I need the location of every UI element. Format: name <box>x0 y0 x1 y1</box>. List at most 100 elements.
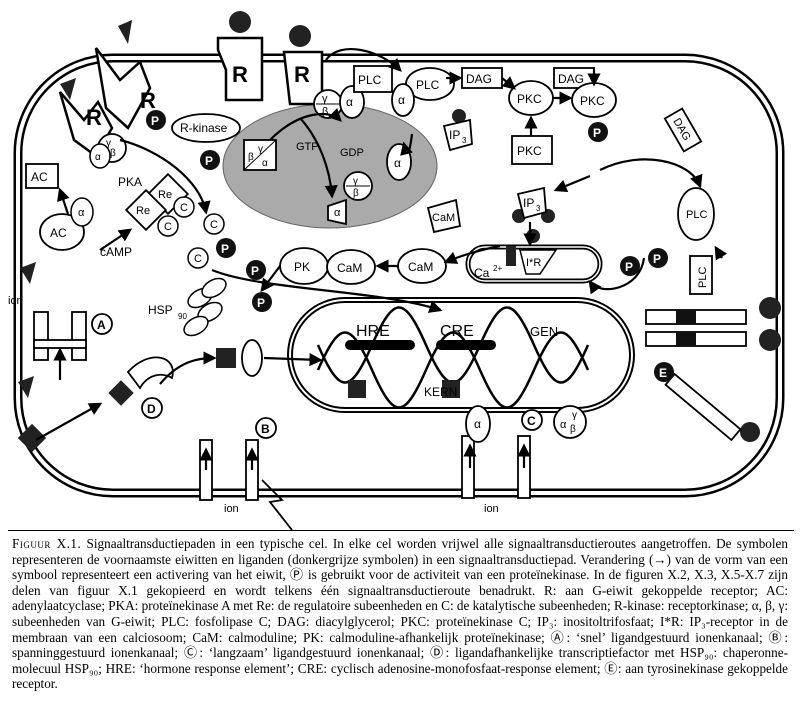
svg-text:90: 90 <box>178 312 187 321</box>
svg-text:C: C <box>164 221 172 233</box>
dag-boxes: DAG DAG DAG <box>461 67 703 153</box>
svg-text:3: 3 <box>536 204 541 213</box>
hsp90-chaperone <box>183 277 227 337</box>
svg-text:β: β <box>322 106 328 118</box>
svg-text:PK: PK <box>294 260 310 274</box>
marker-b: B <box>255 417 277 439</box>
svg-text:HSP: HSP <box>148 303 173 317</box>
svg-text:γ: γ <box>322 93 328 105</box>
svg-text:2+: 2+ <box>493 264 502 273</box>
cre-site <box>436 340 496 350</box>
svg-text:Re: Re <box>136 205 150 217</box>
svg-text:C: C <box>210 219 218 231</box>
ip3-group: IP 3 IP 3 <box>442 118 547 220</box>
receptor-label: R <box>232 62 248 87</box>
signal-transduction-diagram: R R R R γ β α <box>8 11 785 530</box>
svg-text:γ: γ <box>353 176 358 187</box>
marker-e: E <box>654 362 674 382</box>
svg-text:C: C <box>180 202 188 214</box>
phosphate-icon: P <box>200 150 220 170</box>
caption-lead: Figuur X.1. <box>12 536 82 551</box>
marker-a: A <box>91 313 113 335</box>
receptor-r-4: R <box>282 50 324 106</box>
calciosome <box>465 244 603 284</box>
svg-text:Ca: Ca <box>474 266 490 280</box>
svg-text:B: B <box>261 422 270 436</box>
svg-text:CaM: CaM <box>432 212 455 224</box>
svg-text:PLC: PLC <box>697 267 709 288</box>
g-protein-trimer: γ β α <box>313 85 365 119</box>
svg-text:3: 3 <box>462 136 467 145</box>
receptor-r-3: R <box>216 36 264 102</box>
svg-text:β: β <box>110 148 116 159</box>
svg-text:α: α <box>474 417 481 431</box>
svg-text:IP: IP <box>523 196 534 210</box>
svg-text:C: C <box>527 414 536 428</box>
r-kinase-group: R-kinase γ β α <box>89 113 241 169</box>
svg-text:GDP: GDP <box>340 147 364 159</box>
phosphate-icon: P <box>146 110 166 130</box>
svg-text:β: β <box>353 188 359 199</box>
svg-text:DAG: DAG <box>558 72 584 86</box>
svg-text:AC: AC <box>50 226 67 240</box>
adenylate-cyclase: AC AC α cAMP <box>25 163 132 259</box>
svg-text:R-kinase: R-kinase <box>180 121 228 135</box>
svg-text:cAMP: cAMP <box>100 245 132 259</box>
svg-text:P: P <box>221 242 229 256</box>
pka-group: PKA Re Re C C C C <box>118 172 225 269</box>
nucleus <box>287 297 635 413</box>
svg-text:α: α <box>95 152 101 163</box>
svg-text:A: A <box>97 318 106 332</box>
svg-text:P: P <box>205 154 213 168</box>
receptor-label: R <box>140 88 156 113</box>
calcium-release: Ca 2+ I*R <box>474 246 558 280</box>
svg-text:GTP: GTP <box>296 141 319 153</box>
svg-text:P: P <box>257 296 265 310</box>
plc-right: PLC PLC <box>677 187 715 295</box>
svg-text:α: α <box>560 419 567 431</box>
hre-label: HRE <box>356 323 390 340</box>
svg-text:α: α <box>394 156 401 170</box>
phosphate-icon: P <box>246 260 266 280</box>
tyrosine-kinase-receptor-e <box>645 309 747 442</box>
receptor-r-1: R <box>94 47 156 130</box>
pathway-arrows <box>35 48 728 470</box>
ion-label: ion <box>224 503 239 515</box>
plc-membrane: PLC PLC α <box>353 65 455 117</box>
ion-label: ion <box>8 295 23 307</box>
svg-text:D: D <box>147 402 156 416</box>
marker-c: C <box>521 409 543 431</box>
cre-label: CRE <box>440 323 474 340</box>
svg-text:β: β <box>570 424 576 435</box>
pkc-group: PKC PKC PKC <box>508 80 617 165</box>
svg-text:PKA: PKA <box>118 175 142 189</box>
svg-text:PLC: PLC <box>686 209 707 221</box>
pk-cam-group: PK CaM CaM CaM <box>279 198 462 285</box>
figure-caption: Figuur X.1. Signaaltransductiepaden in e… <box>12 536 788 692</box>
receptor-r-2: R <box>58 91 114 158</box>
svg-text:CaM: CaM <box>408 260 433 274</box>
phosphate-icon: P <box>216 238 236 258</box>
svg-text:α: α <box>346 95 353 109</box>
ion-label: ion <box>484 503 499 515</box>
caption-body: Signaaltransductiepaden in een typische … <box>12 536 789 692</box>
ion-channel-a <box>33 311 87 361</box>
svg-text:P: P <box>151 114 159 128</box>
svg-text:P: P <box>625 260 633 274</box>
marker-d: D <box>141 397 163 419</box>
receptor-label: R <box>86 105 102 130</box>
svg-text:PLC: PLC <box>416 78 440 92</box>
svg-text:PKC: PKC <box>580 94 605 108</box>
phosphate-icon: P <box>252 292 272 312</box>
svg-text:PKC: PKC <box>517 92 542 106</box>
transcription-factor-d <box>126 339 263 390</box>
caption-rule <box>8 530 794 531</box>
gen-label: GEN <box>530 324 558 339</box>
receptor-label: R <box>294 62 310 87</box>
svg-text:I*R: I*R <box>526 257 541 269</box>
svg-text:P: P <box>593 126 601 140</box>
svg-text:α: α <box>334 207 341 219</box>
voltage-icon <box>261 479 293 530</box>
svg-text:P: P <box>653 252 661 266</box>
svg-text:α: α <box>398 93 405 107</box>
